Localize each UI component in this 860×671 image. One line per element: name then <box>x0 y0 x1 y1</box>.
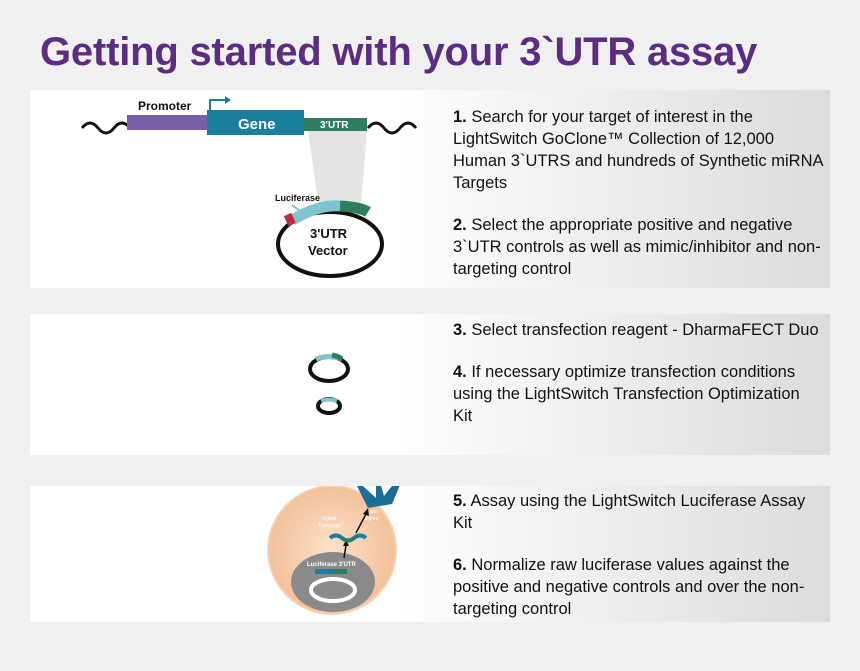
dna-wave-right <box>366 121 418 135</box>
page-title: Getting started with your 3`UTR assay <box>40 30 758 74</box>
light-label-1: Light <box>367 509 378 515</box>
cell-assay-diagram: Luciferase 3'UTR Hybrid Transcript Light… <box>267 486 400 615</box>
luciferase-utr-label: Luciferase 3'UTR <box>307 562 356 568</box>
luciferase-label: Luciferase <box>275 193 320 203</box>
step-5: 5. Assay using the LightSwitch Luciferas… <box>453 492 806 532</box>
step-1: 1. Search for your target of interest in… <box>453 108 823 192</box>
promoter-label: Promoter <box>138 99 192 113</box>
step-panel-3: Luciferase 3'UTR Hybrid Transcript Light… <box>30 486 830 622</box>
light-label-2: Signal <box>364 516 378 522</box>
utr-label: 3'UTR <box>320 120 349 131</box>
gene-box <box>207 110 304 135</box>
step-4: 4. If necessary optimize transfection co… <box>453 363 800 425</box>
step-6: 6. Normalize raw luciferase values again… <box>453 556 805 618</box>
hybrid-label-2: Transcript <box>318 523 341 529</box>
utr-insert <box>339 200 371 217</box>
dna-wave-left <box>80 121 132 135</box>
cell-nucleus <box>291 552 375 612</box>
steps-1-2: 1. Search for your target of interest in… <box>453 106 823 300</box>
step-panel-1: Promoter Gene 3'UTR Luciferase 3'UTR Vec… <box>30 90 830 288</box>
step-3: 3. Select transfection reagent - DharmaF… <box>453 321 819 339</box>
nucleus-plasmid <box>309 577 357 603</box>
vector-circle <box>276 210 384 278</box>
plasmid-small-insert <box>320 397 338 403</box>
steps-3-4: 3. Select transfection reagent - DharmaF… <box>453 319 823 447</box>
plasmid-large <box>308 355 350 383</box>
utr-bar <box>304 118 367 131</box>
luciferase-insert <box>289 200 341 225</box>
utr-vector-diagram: Promoter Gene 3'UTR Luciferase 3'UTR Vec… <box>80 96 418 278</box>
light-signal-burst <box>357 486 400 508</box>
promoter-bar <box>127 115 207 130</box>
steps-5-6: 5. Assay using the LightSwitch Luciferas… <box>453 490 823 640</box>
transcription-arrow <box>209 99 225 110</box>
red-marker <box>283 212 296 227</box>
step-panel-2: 3. Select transfection reagent - DharmaF… <box>30 314 830 455</box>
step-2: 2. Select the appropriate positive and n… <box>453 216 821 278</box>
hybrid-label-1: Hybrid <box>322 516 337 522</box>
vector-label-1: 3'UTR <box>310 226 348 241</box>
transfection-diagram <box>308 352 350 415</box>
projection-cone <box>308 131 367 215</box>
vector-label-2: Vector <box>308 243 348 258</box>
gene-label: Gene <box>238 116 276 133</box>
